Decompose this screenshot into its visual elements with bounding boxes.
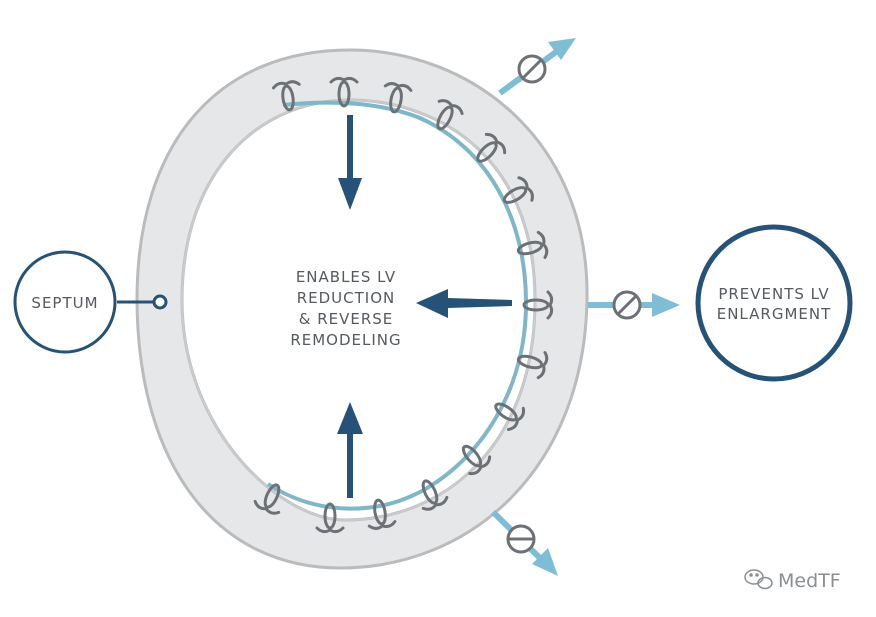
center-line-4: REMODELING — [290, 331, 401, 349]
outward-arrow-right — [588, 290, 680, 320]
cavity-outline — [180, 98, 537, 522]
suture-icon — [516, 351, 549, 380]
prevents-line-1: PREVENTS LV — [718, 285, 829, 303]
suture-icon — [421, 479, 449, 511]
center-line-2: REDUCTION — [297, 289, 396, 307]
prevents-circle — [695, 224, 853, 382]
prohibited-sign-icon — [506, 524, 536, 554]
center-caption: ENABLES LV REDUCTION & REVERSE REMODELIN… — [290, 268, 401, 349]
suture-icon — [476, 132, 507, 163]
prohibited-sign-icon — [517, 54, 547, 84]
watermark: MedTF — [744, 569, 841, 592]
lv-wall — [135, 48, 589, 570]
outward-arrow-bottom — [490, 509, 558, 576]
outward-arrow-top — [498, 38, 576, 96]
suture-group — [253, 76, 554, 534]
watermark-text: MedTF — [778, 570, 841, 592]
suture-icon — [329, 76, 359, 108]
arrow-up-icon — [337, 402, 363, 498]
suture-icon — [315, 502, 345, 534]
suture-icon — [253, 483, 281, 515]
suture-icon — [271, 80, 301, 112]
center-line-3: & REVERSE — [299, 310, 394, 328]
suture-icon — [383, 82, 413, 114]
suture-icon — [494, 402, 526, 432]
septum-anchor-dot — [152, 294, 168, 310]
suture-icon — [502, 176, 534, 204]
inward-arrows — [337, 115, 512, 498]
prohibited-sign-icon — [612, 290, 642, 320]
center-line-1: ENABLES LV — [296, 268, 396, 286]
suture-icon — [436, 99, 464, 131]
suture-icon — [516, 230, 549, 259]
suture-icon — [461, 444, 492, 476]
septum-label: SEPTUM — [31, 294, 98, 312]
arrow-left-icon — [416, 289, 512, 318]
suture-icon — [522, 290, 554, 320]
suture-icon — [367, 498, 397, 530]
prevents-line-2: ENLARGMENT — [717, 305, 832, 323]
wechat-icon — [744, 569, 773, 590]
septum-circle — [13, 250, 117, 354]
arrow-down-icon — [338, 115, 362, 210]
